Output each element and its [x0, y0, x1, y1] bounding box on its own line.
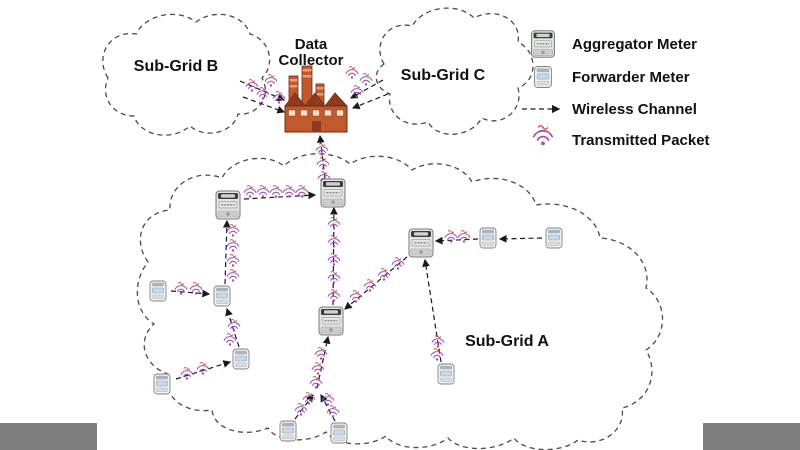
transmitted-packet-icon	[226, 224, 240, 237]
transmitted-packet-icon	[349, 290, 363, 303]
transmitted-packet-icon	[321, 393, 335, 406]
forwarder-meter-icon	[437, 363, 455, 385]
aggregator-meter-icon	[215, 190, 241, 220]
wireless-channel-arrow	[498, 234, 543, 243]
transmitted-packet-icon	[282, 185, 296, 198]
wireless-channel-arrow	[294, 394, 314, 420]
transmitted-packet-icon	[269, 185, 283, 198]
transmitted-packet-icon	[457, 230, 471, 243]
forwarder-meter-icon	[213, 285, 231, 307]
transmitted-packet-icon	[327, 289, 341, 302]
legend-label-wireless-channel: Wireless Channel	[572, 101, 697, 118]
forwarder-meter-icon	[479, 227, 497, 249]
transmitted-packet-icon	[243, 185, 257, 198]
wireless-channel-arrow	[316, 134, 326, 179]
cloud-label-sub-grid-c: Sub-Grid C	[401, 67, 486, 84]
forwarder-meter-icon	[153, 373, 171, 395]
wireless-channel-arrow	[434, 236, 479, 245]
forwarder-meter-icon	[545, 227, 563, 249]
transmitted-packet-icon	[196, 362, 210, 375]
wireless-channel-arrow	[316, 335, 331, 389]
transmitted-packet-icon	[264, 74, 278, 87]
transmitted-packet-icon	[315, 143, 329, 156]
cloud-sub-grid-b	[102, 13, 271, 136]
transmitted-packet-icon	[226, 269, 240, 282]
transmitted-packet-icon	[377, 268, 391, 281]
transmitted-packet-icon	[363, 279, 377, 292]
data-collector-label: Data	[295, 36, 328, 53]
transmitted-packet-icon	[223, 333, 237, 346]
legend-label-aggregator-meter: Aggregator Meter	[572, 36, 697, 53]
transmitted-packet-icon	[327, 235, 341, 248]
legend-label-forwarder-meter: Forwarder Meter	[572, 69, 690, 86]
transmitted-packet-icon	[294, 403, 308, 416]
forwarder-meter-icon	[330, 422, 348, 444]
transmitted-packet-icon	[345, 66, 359, 79]
wireless-channel-arrow	[175, 360, 232, 380]
transmitted-packet-icon	[227, 319, 241, 332]
transmitted-packet-icon	[430, 348, 444, 361]
transmitted-packet-icon	[245, 79, 259, 92]
forwarder-meter-icon	[279, 420, 297, 442]
forwarder-meter-icon	[232, 348, 250, 370]
transmitted-packet-icon	[314, 347, 328, 360]
transmitted-packet-icon	[327, 253, 341, 266]
aggregator-meter-icon	[320, 178, 346, 208]
forwarder-meter-icon	[149, 280, 167, 302]
data-collector-factory-icon	[284, 65, 348, 133]
transmitted-packet-icon	[326, 405, 340, 418]
wireless-channel-arrow	[422, 258, 442, 363]
wireless-channel-arrow	[225, 307, 240, 348]
page-margin-left	[0, 423, 97, 450]
transmitted-packet-icon	[311, 362, 325, 375]
transmitted-packet-icon	[431, 335, 445, 348]
transmitted-packet-icon	[327, 217, 341, 230]
transmitted-packet-icon	[316, 157, 330, 170]
legend-item-transmitted-packet: Transmitted Packet	[532, 125, 710, 149]
wireless-channel-arrow	[344, 256, 408, 310]
wireless-channel-arrow	[242, 96, 286, 114]
legend-item-aggregator-meter: Aggregator Meter	[531, 30, 697, 58]
cloud-label-sub-grid-a: Sub-Grid A	[465, 333, 549, 350]
wireless-channel-arrow	[243, 191, 317, 200]
transmitted-packet-icon	[189, 282, 203, 295]
forwarder-meter-icon	[534, 66, 552, 88]
wireless-channel-arrow	[222, 219, 231, 285]
transmitted-packet-icon	[350, 85, 364, 98]
transmitted-packet-icon	[226, 254, 240, 267]
transmitted-packet-icon	[327, 271, 341, 284]
transmitted-packet-icon	[295, 185, 309, 198]
transmitted-packet-icon	[174, 282, 188, 295]
legend-label-transmitted-packet: Transmitted Packet	[572, 132, 710, 149]
legend-item-forwarder-meter: Forwarder Meter	[534, 66, 690, 88]
wireless-channel-arrow	[170, 289, 211, 298]
transmitted-packet-icon	[256, 185, 270, 198]
wireless-channel-arrow	[349, 79, 384, 99]
data-collector-label: Collector	[278, 52, 343, 69]
aggregator-meter-icon	[408, 228, 434, 258]
transmitted-packet-icon	[309, 376, 323, 389]
cloud-sub-grid-a	[136, 153, 664, 450]
transmitted-packet-icon	[226, 239, 240, 252]
aggregator-meter-icon	[531, 30, 555, 58]
transmitted-packet-icon	[180, 367, 194, 380]
cloud-label-sub-grid-b: Sub-Grid B	[134, 58, 218, 75]
legend-item-wireless-channel: Wireless Channel	[522, 101, 697, 118]
transmitted-packet-icon	[532, 125, 554, 146]
transmitted-packet-icon	[444, 230, 458, 243]
transmitted-packet-icon	[256, 87, 270, 100]
wireless-channel-arrow	[351, 93, 389, 110]
page-margin-right	[703, 423, 800, 450]
transmitted-packet-icon	[391, 257, 405, 270]
transmitted-packet-icon	[359, 73, 373, 86]
transmitted-packet-icon	[302, 392, 316, 405]
transmitted-packet-icon	[272, 91, 286, 104]
aggregator-meter-icon	[318, 306, 344, 336]
